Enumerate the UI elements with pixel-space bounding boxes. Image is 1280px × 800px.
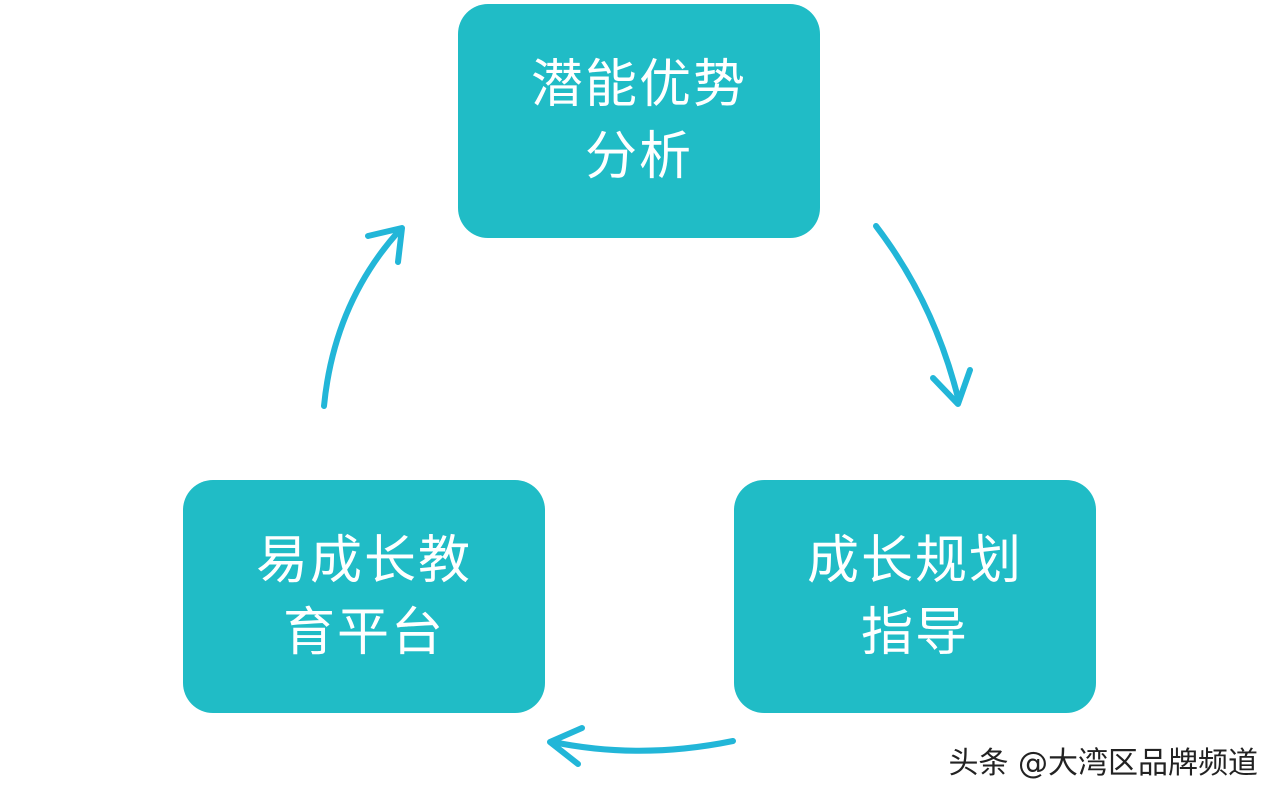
- node-education-platform: 易成长教 育平台: [183, 480, 545, 713]
- node-top-line1: 潜能优势: [530, 55, 747, 115]
- node-right-line2: 指导: [860, 602, 969, 663]
- node-left-line2: 育平台: [282, 602, 445, 663]
- node-growth-planning-label: 成长规划 指导: [807, 525, 1023, 669]
- arrow-left-to-top: [321, 229, 401, 409]
- arrow-top-to-right-head: [930, 367, 973, 407]
- watermark-text: 头条 @大湾区品牌频道: [948, 746, 1258, 781]
- node-potential-analysis-label: 潜能优势 分析: [531, 49, 747, 193]
- node-potential-analysis: 潜能优势 分析: [458, 4, 820, 238]
- arrow-right-to-left: [550, 738, 736, 754]
- node-top-line2: 分析: [584, 127, 693, 187]
- arrow-right-to-left-head: [547, 725, 585, 767]
- node-right-line1: 成长规划: [806, 530, 1023, 591]
- node-education-platform-label: 易成长教 育平台: [256, 525, 472, 669]
- arrow-top-to-right: [873, 223, 961, 401]
- arrow-left-to-top-head: [365, 225, 405, 265]
- node-growth-planning: 成长规划 指导: [734, 480, 1096, 713]
- node-left-line1: 易成长教: [255, 530, 472, 591]
